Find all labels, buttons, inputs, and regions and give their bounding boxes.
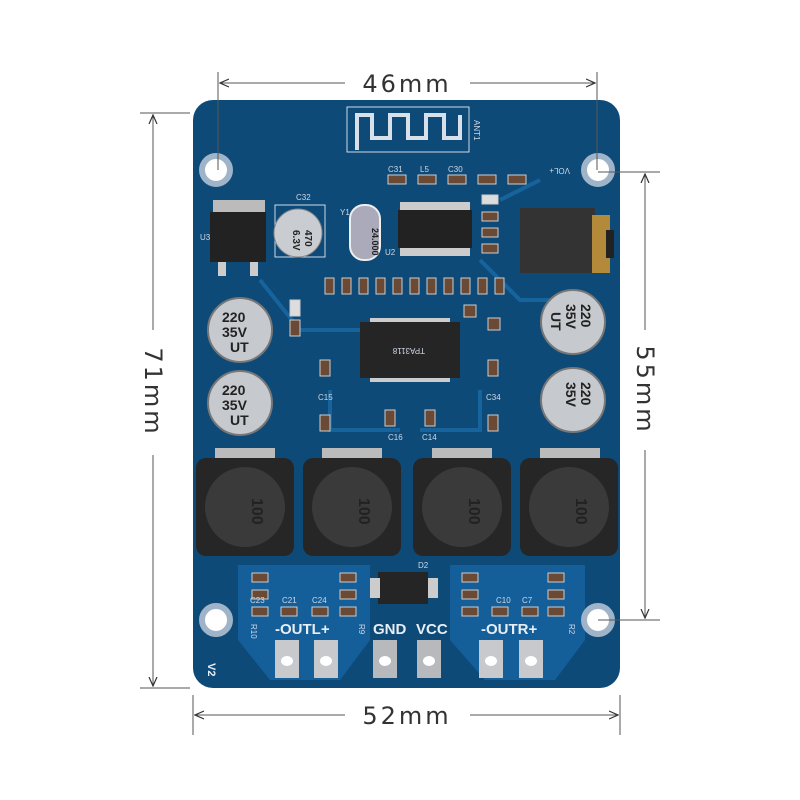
terminal-pad-outl-minus (275, 640, 299, 678)
cap-voltage: 6.3V (290, 230, 301, 251)
capacitor-large: 220 35V UT (207, 297, 273, 363)
inductor-value: 100 (355, 498, 372, 525)
inductor: 100 (520, 448, 618, 556)
cap-brand: UT (230, 412, 249, 428)
label-r9: R9 (357, 624, 366, 635)
inductor-value: 100 (248, 498, 265, 525)
label-y1: Y1 (340, 208, 350, 217)
mounting-hole (199, 153, 233, 187)
label-c31: C31 (388, 165, 403, 174)
dimension-left-height: 71mm (139, 347, 167, 436)
label-c30: C30 (448, 165, 463, 174)
chip-label: TPA3118 (392, 346, 425, 355)
dimension-bottom-width: 52mm (362, 702, 451, 730)
terminal-pad-outr-plus (519, 640, 543, 678)
dimension-lines (140, 72, 660, 735)
terminal-pads (275, 640, 543, 678)
inductor: 100 (303, 448, 401, 556)
label-r2: R2 (567, 624, 576, 635)
inductor: 100 (413, 448, 511, 556)
audio-jack (520, 208, 614, 273)
voltage-regulator (210, 200, 266, 276)
capacitor-large: 220 35V (540, 367, 606, 433)
dimension-right-height: 55mm (631, 345, 659, 434)
label-c23: C23 (250, 596, 265, 605)
crystal-frequency: 24.000 (370, 228, 380, 256)
antenna-label: ANT1 (472, 120, 481, 141)
label-c10: C10 (496, 596, 511, 605)
terminal-label-vcc: VCC (416, 621, 448, 638)
label-d2: D2 (418, 561, 429, 570)
cap-value: 220 (578, 382, 594, 406)
terminal-label-gnd: GND (373, 621, 407, 638)
capacitor-c32: 470 6.3V (273, 204, 326, 258)
mounting-hole (581, 153, 615, 187)
crystal-y1: 24.000 (349, 204, 381, 261)
inductor-value: 100 (465, 498, 482, 525)
cap-value: 220 (578, 304, 594, 328)
label-c24: C24 (312, 596, 327, 605)
smd-bottom (251, 572, 565, 617)
terminal-label-outr: -OUTR+ (481, 621, 537, 638)
mounting-hole (199, 603, 233, 637)
label-c32: C32 (296, 193, 311, 202)
smd-column (481, 194, 499, 254)
capacitor-large: 220 35V UT (540, 289, 606, 355)
antenna: ANT1 (346, 106, 481, 153)
label-r10: R10 (249, 624, 258, 639)
inductor-value: 100 (572, 498, 589, 525)
label-c16: C16 (388, 433, 403, 442)
terminal-pad-outl-plus (314, 640, 338, 678)
cap-brand: UT (548, 312, 564, 331)
label-l5: L5 (420, 165, 429, 174)
vol-label: VOL+ (549, 166, 570, 175)
dimension-top-width: 46mm (362, 70, 451, 98)
terminal-pad-outr-minus (479, 640, 503, 678)
cap-value: 470 (302, 230, 313, 247)
cap-voltage: 35V (222, 324, 248, 340)
label-c34: C34 (486, 393, 501, 402)
bluetooth-chip (398, 202, 472, 256)
label-u3: U3 (200, 233, 211, 242)
board-version: V2 (205, 663, 217, 676)
diode-d2 (370, 572, 438, 604)
cap-voltage: 35V (563, 304, 579, 330)
label-u2: U2 (385, 248, 396, 257)
cap-brand: UT (230, 339, 249, 355)
label-c21: C21 (282, 596, 297, 605)
label-c15: C15 (318, 393, 333, 402)
capacitor-large: 220 35V UT (207, 370, 273, 436)
label-c14: C14 (422, 433, 437, 442)
terminal-label-outl: -OUTL+ (275, 621, 330, 638)
cap-value: 220 (222, 382, 246, 398)
cap-voltage: 35V (563, 382, 579, 408)
label-c7: C7 (522, 596, 533, 605)
inductor: 100 (196, 448, 294, 556)
resistor-row (289, 277, 505, 432)
cap-value: 220 (222, 309, 246, 325)
terminal-pad-gnd (373, 640, 397, 678)
cap-voltage: 35V (222, 397, 248, 413)
terminal-pad-vcc (417, 640, 441, 678)
smd-row-top (387, 174, 527, 185)
amplifier-chip: TPA3118 (360, 318, 460, 382)
